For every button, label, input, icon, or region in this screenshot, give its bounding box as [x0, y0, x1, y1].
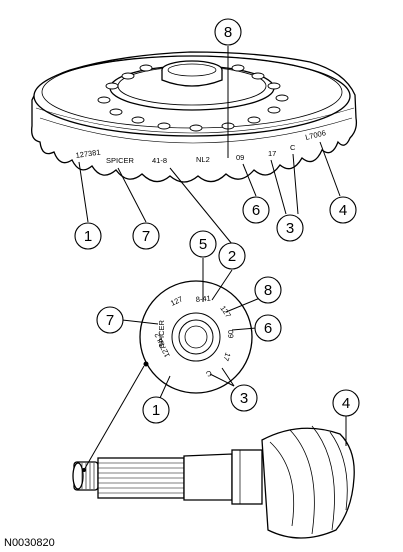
ring-stamp-date-code: 09	[236, 153, 244, 162]
ring-stamp-tooth-ratio: 41-8	[152, 156, 167, 165]
pinion-end-face	[139, 280, 253, 394]
pinion-stamp-date-code: 09	[226, 330, 235, 339]
callout-2: 2	[228, 248, 236, 265]
leader-dot	[82, 468, 86, 472]
callout-7-pinion: 7	[106, 312, 114, 329]
pinion-shaft	[72, 425, 355, 539]
callout-8-pinion: 8	[264, 282, 272, 299]
callout-1-pinion: 1	[152, 402, 160, 419]
callout-8-ring: 8	[224, 24, 232, 41]
pinion-stamp-plant: C	[204, 368, 214, 379]
figure-id: N0030820	[4, 537, 55, 549]
callout-6-pinion: 6	[264, 320, 272, 337]
pinion-stamp-maker: SPICER	[157, 319, 166, 348]
callout-5: 5	[199, 236, 207, 253]
callout-1-ring: 1	[84, 228, 92, 245]
ring-stamp-part-number: 127381	[75, 148, 101, 160]
callout-3-ring: 3	[286, 220, 294, 237]
pinion-gear-head	[261, 427, 355, 539]
callout-7-ring: 7	[142, 228, 150, 245]
ring-gear-bolt-holes	[97, 64, 289, 132]
callouts	[74, 18, 360, 424]
ring-stamp-plant: C	[290, 143, 296, 152]
ring-stamp-maker: SPICER	[106, 156, 135, 165]
callout-3-pinion: 3	[240, 390, 248, 407]
callout-6-ring: 6	[252, 202, 260, 219]
ring-stamp-shift-number: 17	[268, 149, 276, 158]
pinion-stamp-shift-number: 17	[221, 351, 232, 362]
ring-gear	[31, 51, 358, 183]
ring-stamp-match-code: NL2	[196, 155, 210, 164]
callout-4-pinion: 4	[342, 395, 350, 412]
callout-4-ring: 4	[339, 202, 347, 219]
leader-lines	[78, 46, 347, 471]
leader-dot	[143, 361, 149, 367]
